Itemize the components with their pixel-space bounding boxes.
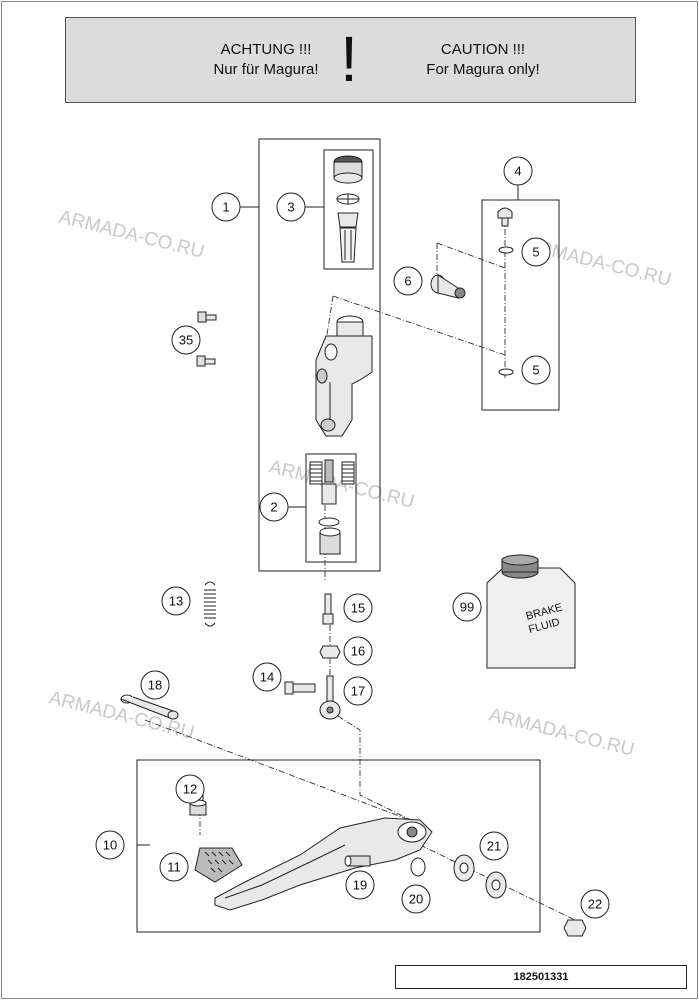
callout-16: 16 xyxy=(343,636,373,666)
callout-2: 2 xyxy=(259,492,289,522)
flange-nut-icon xyxy=(563,919,587,937)
diagram-part-number: 182501331 xyxy=(395,965,687,989)
svg-text:22: 22 xyxy=(588,897,602,912)
diaphragm-icon xyxy=(336,193,360,205)
caution-english-subtitle: For Magura only! xyxy=(426,61,540,78)
callouts: 1 2 3 4 5 5 6 10 11 12 13 14 15 16 17 18… xyxy=(95,156,610,919)
svg-text:35: 35 xyxy=(179,333,193,348)
svg-text:1: 1 xyxy=(222,200,229,215)
callout-14: 14 xyxy=(252,662,282,692)
piston-kit-icon xyxy=(309,459,355,555)
svg-text:10: 10 xyxy=(103,838,117,853)
svg-text:11: 11 xyxy=(167,860,181,875)
callout-35: 35 xyxy=(171,325,201,355)
svg-text:13: 13 xyxy=(169,594,183,609)
banjo-bolt-icon xyxy=(497,207,514,376)
callout-99: 99 xyxy=(452,592,482,622)
svg-text:12: 12 xyxy=(183,782,197,797)
bearing-icon xyxy=(453,854,507,899)
callout-1: 1 xyxy=(211,192,241,222)
assembly-line-a xyxy=(332,295,506,356)
svg-text:15: 15 xyxy=(351,601,365,616)
svg-text:99: 99 xyxy=(460,600,474,615)
svg-text:3: 3 xyxy=(287,200,294,215)
svg-text:6: 6 xyxy=(404,274,411,289)
callout-10: 10 xyxy=(95,830,125,860)
reservoir-cap-group-box xyxy=(323,149,374,270)
master-cylinder-body-icon xyxy=(315,315,373,437)
assembly-line-h xyxy=(337,715,416,823)
watermark-1: ARMADA-CO.RU xyxy=(57,206,207,262)
hose-fitting-group-box xyxy=(481,199,560,411)
brake-fluid-can-icon xyxy=(486,554,576,669)
pin-icon xyxy=(344,855,371,867)
pushrod-icon xyxy=(322,593,334,625)
svg-text:4: 4 xyxy=(514,164,521,179)
caution-english: CAUTION !!! For Magura only! xyxy=(383,40,583,80)
svg-text:21: 21 xyxy=(487,839,501,854)
caution-german-title: ACHTUNG !!! xyxy=(220,41,312,58)
callout-12: 12 xyxy=(175,774,205,804)
callout-21: 21 xyxy=(479,831,509,861)
parts xyxy=(120,155,587,937)
clevis-icon xyxy=(319,675,341,720)
svg-text:20: 20 xyxy=(409,892,423,907)
callout-17: 17 xyxy=(343,676,373,706)
svg-text:18: 18 xyxy=(148,678,162,693)
callout-5a: 5 xyxy=(521,237,551,267)
svg-text:17: 17 xyxy=(351,684,365,699)
callout-18: 18 xyxy=(140,670,170,700)
svg-text:5: 5 xyxy=(532,363,539,378)
nut-icon xyxy=(319,645,341,659)
callout-22: 22 xyxy=(580,889,610,919)
svg-text:5: 5 xyxy=(532,245,539,260)
callout-13: 13 xyxy=(161,586,191,616)
svg-text:16: 16 xyxy=(351,644,365,659)
brake-pedal-group-box xyxy=(136,759,541,933)
assembly-line-b xyxy=(436,242,506,269)
callout-4: 4 xyxy=(503,156,533,186)
caution-german: ACHTUNG !!! Nur für Magura! xyxy=(166,40,366,80)
bolt-icon xyxy=(196,311,217,367)
callout-20: 20 xyxy=(401,884,431,914)
caution-german-subtitle: Nur für Magura! xyxy=(213,61,319,78)
callout-6: 6 xyxy=(393,266,423,296)
reservoir-insert-icon xyxy=(337,212,359,263)
clevis-bolt-icon xyxy=(284,681,316,695)
master-cylinder-group-box xyxy=(258,138,381,572)
washer-icon xyxy=(410,857,426,877)
brake-pedal-icon xyxy=(214,817,433,911)
watermark-5: ARMADA-CO.RU xyxy=(487,704,637,760)
exclamation-icon: ! xyxy=(340,23,358,95)
caution-banner: ACHTUNG !!! Nur für Magura! ! CAUTION !!… xyxy=(65,17,636,103)
pivot-sleeve-icon xyxy=(120,694,179,720)
spring-icon xyxy=(204,581,216,627)
piston-kit-group-box xyxy=(305,453,357,563)
callout-3: 3 xyxy=(276,192,306,222)
callout-11: 11 xyxy=(159,852,189,882)
svg-text:2: 2 xyxy=(270,500,277,515)
caution-english-title: CAUTION !!! xyxy=(440,41,526,58)
callout-19: 19 xyxy=(345,870,375,900)
pedal-step-plate-icon xyxy=(194,847,243,883)
assembly-line-i xyxy=(144,719,416,823)
reservoir-cap-icon xyxy=(333,155,363,184)
hose-fitting-icon xyxy=(430,274,466,299)
svg-text:19: 19 xyxy=(353,878,367,893)
svg-text:14: 14 xyxy=(260,670,274,685)
callout-5b: 5 xyxy=(521,355,551,385)
callout-15: 15 xyxy=(343,593,373,623)
